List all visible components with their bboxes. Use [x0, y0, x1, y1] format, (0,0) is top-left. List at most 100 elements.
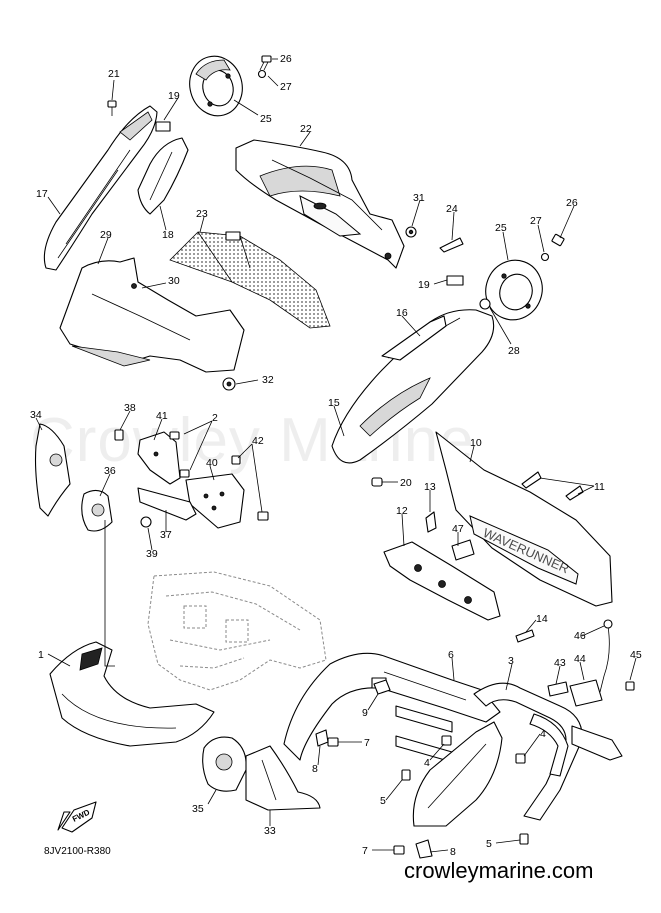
bolt-38 [114, 429, 124, 441]
callout-14: 14 [536, 613, 548, 625]
callout-15: 15 [328, 397, 340, 409]
clip-14 [515, 629, 535, 643]
callout-38: 38 [124, 402, 136, 414]
callout-19-top: 19 [168, 90, 180, 102]
cover-34 [34, 423, 71, 517]
clip-9 [373, 679, 391, 695]
callout-labels: 26 27 25 21 19 22 17 18 23 31 24 25 27 2… [30, 53, 642, 858]
bracket-12 [383, 541, 501, 621]
callout-9: 9 [362, 707, 368, 719]
callout-21: 21 [108, 68, 120, 80]
grommet-36 [81, 489, 113, 532]
label-19-right [446, 275, 464, 286]
bolt-5b [519, 833, 529, 845]
rear-panel-10: WAVERUNNER [435, 431, 613, 607]
callout-13: 13 [424, 481, 436, 493]
duct-29 [59, 257, 245, 373]
callout-42: 42 [252, 435, 264, 447]
nut-32 [222, 377, 236, 391]
callout-25-top: 25 [260, 113, 272, 125]
callout-25-right: 25 [495, 222, 507, 234]
callout-3: 3 [508, 655, 514, 667]
side-panel-17 [43, 105, 158, 271]
callout-2: 2 [212, 412, 218, 424]
callout-12: 12 [396, 505, 408, 517]
bolt-26-right [540, 233, 565, 262]
clip-8b [415, 839, 433, 859]
callout-26-top: 26 [280, 53, 292, 65]
clip-11 [521, 471, 584, 501]
callout-46: 46 [574, 630, 586, 642]
callout-18: 18 [162, 229, 174, 241]
callout-1: 1 [38, 649, 44, 661]
callout-7-mid: 7 [364, 737, 370, 749]
bow-bumper-1 [49, 641, 215, 747]
mirror-cap-right [485, 259, 543, 321]
callout-5-left: 5 [380, 795, 386, 807]
callout-27-right: 27 [530, 215, 542, 227]
callout-4-left: 4 [424, 757, 430, 769]
label-19-top [155, 121, 171, 132]
bolt-4b [515, 753, 526, 764]
callout-11: 11 [594, 481, 605, 493]
bolt-4a [441, 735, 452, 746]
callout-41: 41 [156, 410, 168, 422]
screws-2 [169, 431, 190, 478]
rear-bar-3 [473, 682, 623, 821]
callout-17: 17 [36, 188, 48, 200]
bracket-41 [137, 431, 181, 485]
callout-35: 35 [192, 803, 204, 815]
cover-35 [202, 736, 247, 792]
mirror-cap-top [189, 55, 243, 117]
callout-7-bottom: 7 [362, 845, 368, 857]
bracket-40 [185, 473, 245, 529]
clip-8a [315, 729, 329, 747]
callout-16: 16 [396, 307, 408, 319]
callout-5-right: 5 [486, 838, 492, 850]
callout-33: 33 [264, 825, 276, 837]
label-47 [451, 539, 475, 561]
washer-28 [479, 298, 491, 310]
callout-39: 39 [146, 548, 158, 560]
mesh-grille-23 [169, 231, 331, 329]
site-url: crowleymarine.com [404, 858, 594, 883]
callout-37: 37 [160, 529, 172, 541]
callout-20: 20 [400, 477, 412, 489]
bolt-5a [401, 769, 411, 781]
callout-26-right: 26 [566, 197, 578, 209]
callout-30: 30 [168, 275, 180, 287]
callout-34: 34 [30, 409, 42, 421]
grommet-31 [405, 226, 417, 238]
callout-23: 23 [196, 208, 208, 220]
screw-21 [107, 100, 117, 116]
stay-37 [137, 487, 197, 521]
clip-24 [439, 237, 464, 253]
callout-44: 44 [574, 653, 586, 665]
side-panel-mid [412, 721, 503, 827]
upper-hood-22 [235, 139, 405, 269]
callout-43: 43 [554, 657, 566, 669]
callout-45: 45 [630, 649, 642, 661]
label-43 [547, 681, 569, 697]
callout-28: 28 [508, 345, 520, 357]
callout-22: 22 [300, 123, 312, 135]
bolt-7b [393, 845, 405, 855]
side-cover-15 [331, 309, 495, 464]
callout-24: 24 [446, 203, 458, 215]
callout-47: 47 [452, 523, 464, 535]
trim-16 [381, 315, 447, 361]
callout-10: 10 [470, 437, 482, 449]
bolt-7a [327, 737, 339, 747]
hull-frame-reference [147, 571, 327, 691]
drawing-code: 8JV2100-R380 [44, 846, 111, 857]
callout-36: 36 [104, 465, 116, 477]
cover-18 [137, 137, 189, 215]
nut-39 [140, 516, 152, 528]
callout-8-mid: 8 [312, 763, 318, 775]
screw-45 [625, 681, 635, 691]
bolt-26-top [257, 55, 272, 79]
callout-40: 40 [206, 457, 218, 469]
callout-19-right: 19 [418, 279, 430, 291]
callout-27-top: 27 [280, 81, 292, 93]
